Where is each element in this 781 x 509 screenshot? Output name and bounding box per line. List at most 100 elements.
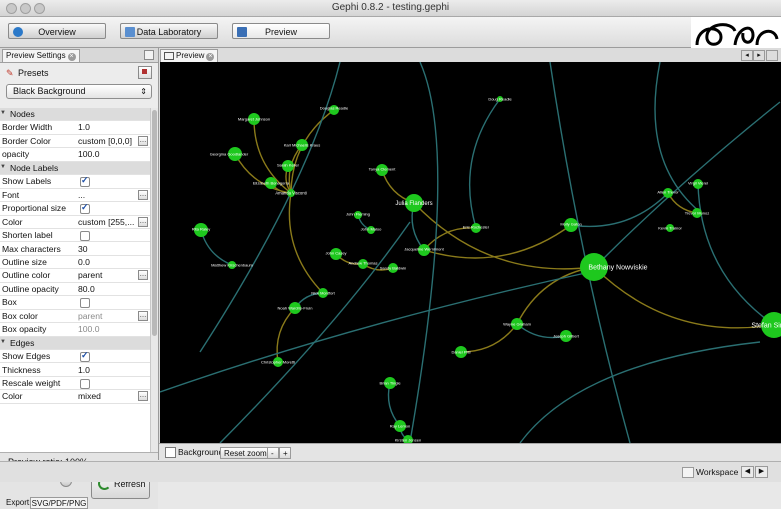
- data-laboratory-button[interactable]: Data Laboratory: [120, 23, 218, 39]
- graph-node[interactable]: [354, 211, 362, 219]
- minimize-window-icon[interactable]: [20, 3, 31, 14]
- background-checkbox[interactable]: [165, 447, 176, 458]
- graph-node[interactable]: [318, 288, 328, 298]
- zoom-out-button[interactable]: -: [267, 447, 279, 459]
- graph-node[interactable]: [228, 147, 242, 161]
- property-value[interactable]: 0.0: [78, 256, 90, 267]
- property-value[interactable]: mixed: [78, 391, 101, 402]
- property-value[interactable]: 100.0: [78, 149, 100, 160]
- property-value[interactable]: ...: [78, 189, 86, 200]
- section-header[interactable]: ▼Edges: [0, 336, 150, 351]
- preset-select[interactable]: Black Background ⇕: [6, 84, 152, 99]
- close-tab-icon[interactable]: ×: [67, 53, 76, 61]
- collapse-triangle-icon[interactable]: ▼: [0, 163, 6, 170]
- property-value[interactable]: parent: [78, 310, 103, 321]
- edit-ellipsis-button[interactable]: …: [138, 216, 148, 227]
- overview-button[interactable]: Overview: [8, 23, 106, 39]
- property-checkbox[interactable]: [80, 231, 90, 242]
- scrollbar-thumb[interactable]: [152, 110, 157, 336]
- graph-node[interactable]: [287, 189, 295, 197]
- edit-ellipsis-button[interactable]: …: [138, 189, 148, 200]
- graph-node[interactable]: [394, 420, 406, 432]
- graph-node[interactable]: [455, 346, 467, 358]
- property-row[interactable]: Show Labels: [0, 175, 150, 189]
- edit-ellipsis-button[interactable]: …: [138, 391, 148, 402]
- property-row[interactable]: Font...…: [0, 189, 150, 203]
- property-value[interactable]: custom [255,...: [78, 216, 135, 227]
- maximize-panel-icon[interactable]: [766, 50, 778, 61]
- property-checkbox[interactable]: [80, 350, 90, 363]
- graph-node[interactable]: [580, 253, 608, 281]
- graph-node[interactable]: [403, 435, 413, 443]
- graph-node[interactable]: [289, 302, 301, 314]
- graph-node[interactable]: [228, 261, 236, 269]
- close-window-icon[interactable]: [6, 3, 17, 14]
- property-checkbox[interactable]: [80, 298, 90, 309]
- graph-node[interactable]: [761, 312, 781, 338]
- property-value[interactable]: parent: [78, 270, 103, 281]
- graph-node[interactable]: [273, 357, 283, 367]
- export-button[interactable]: SVG/PDF/PNG: [30, 497, 88, 509]
- property-value[interactable]: 30: [78, 243, 88, 254]
- property-value[interactable]: 1.0: [78, 122, 90, 133]
- preview-button[interactable]: Preview: [232, 23, 330, 39]
- graph-node[interactable]: [511, 318, 523, 330]
- property-checkbox[interactable]: [80, 379, 90, 389]
- previous-workspace-icon[interactable]: ◀: [741, 466, 754, 478]
- edit-ellipsis-button[interactable]: …: [138, 270, 148, 281]
- graph-node[interactable]: [358, 259, 368, 269]
- graph-node[interactable]: [692, 208, 702, 218]
- graph-node[interactable]: [330, 248, 342, 260]
- property-value[interactable]: 100.0: [78, 324, 100, 335]
- graph-node[interactable]: [564, 218, 578, 232]
- next-workspace-icon[interactable]: ▶: [755, 466, 768, 478]
- property-value[interactable]: 80.0: [78, 283, 95, 294]
- graph-node[interactable]: [329, 105, 339, 115]
- scroll-left-icon[interactable]: ◂: [741, 50, 753, 61]
- graph-node[interactable]: [265, 177, 277, 189]
- graph-node[interactable]: [194, 223, 208, 237]
- graph-node[interactable]: [471, 223, 481, 233]
- graph-node[interactable]: [248, 113, 260, 125]
- scroll-right-icon[interactable]: ▸: [753, 50, 765, 61]
- property-checkbox[interactable]: [80, 175, 90, 188]
- minimize-panel-icon[interactable]: [144, 50, 154, 60]
- graph-node[interactable]: [497, 96, 503, 102]
- collapse-triangle-icon[interactable]: ▼: [0, 338, 6, 345]
- graph-node[interactable]: [418, 244, 430, 256]
- edit-ellipsis-button[interactable]: …: [138, 310, 148, 321]
- graph-node[interactable]: [388, 263, 398, 273]
- graph-node[interactable]: [296, 139, 308, 151]
- reset-zoom-button[interactable]: Reset zoom: [220, 447, 271, 459]
- section-header[interactable]: ▼Nodes: [0, 108, 150, 122]
- property-row[interactable]: Show Edges: [0, 350, 150, 364]
- graph-node[interactable]: [663, 188, 673, 198]
- property-scrollbar[interactable]: [150, 108, 158, 452]
- graph-node[interactable]: [693, 179, 703, 189]
- property-value[interactable]: 1.0: [78, 364, 90, 375]
- section-header[interactable]: ▼Node Labels: [0, 161, 150, 176]
- graph-node[interactable]: [560, 330, 572, 342]
- save-preset-icon[interactable]: [138, 66, 152, 79]
- property-row[interactable]: Rescale weight: [0, 377, 150, 391]
- zoom-in-button[interactable]: +: [279, 447, 291, 459]
- close-preview-tab-icon[interactable]: ×: [206, 53, 215, 61]
- collapse-triangle-icon[interactable]: ▼: [0, 110, 6, 116]
- graph-node[interactable]: [384, 377, 396, 389]
- edit-ellipsis-button[interactable]: …: [138, 135, 148, 146]
- graph-node[interactable]: [666, 224, 674, 232]
